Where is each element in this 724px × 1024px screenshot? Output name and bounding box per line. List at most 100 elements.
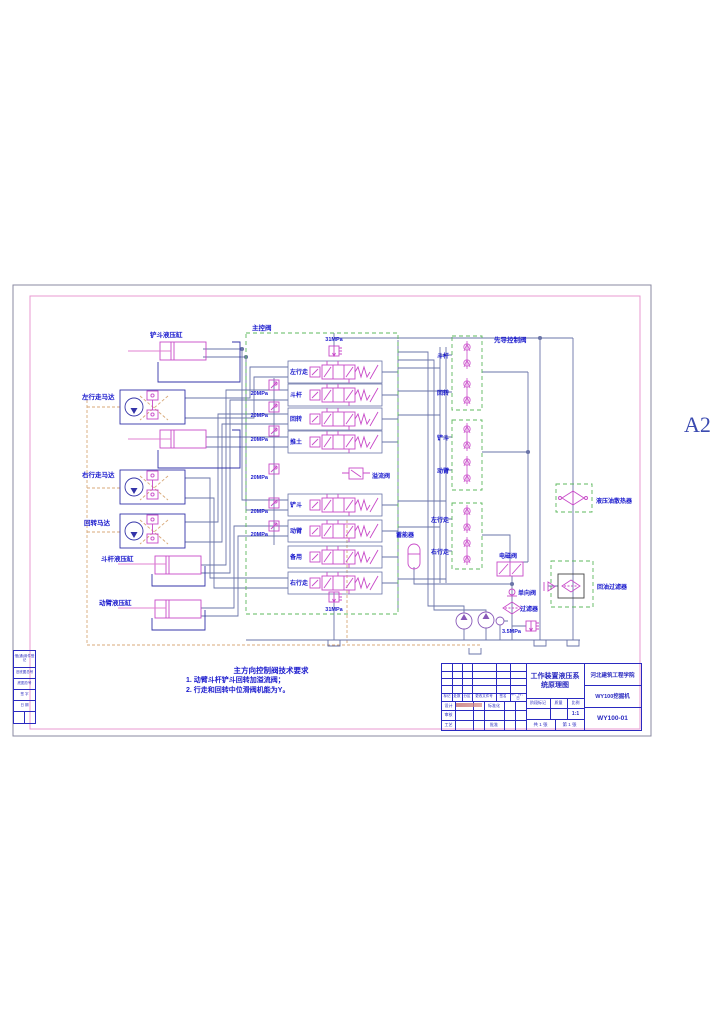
stage-mark-label: 阶段标记 bbox=[530, 700, 546, 705]
left-travel-brake-valves bbox=[146, 390, 159, 420]
right-travel-motor-label: 右行走马达 bbox=[81, 470, 115, 479]
dcv-boom bbox=[309, 519, 379, 543]
main-pump-2 bbox=[477, 611, 495, 629]
corner-row-borrow: 借(通)用件登记 bbox=[14, 654, 35, 662]
cylinder-rods bbox=[118, 350, 171, 609]
pilot-label-boom: 动臂 bbox=[437, 467, 449, 475]
tank-symbol bbox=[533, 639, 547, 647]
port-pressure: 20MPa bbox=[251, 391, 269, 397]
arm-cylinder-label: 斗杆液压缸 bbox=[101, 554, 134, 563]
pilot-label-bucket: 铲斗 bbox=[437, 434, 449, 442]
swing-motor-label: 回转马达 bbox=[84, 518, 111, 527]
row-label-right-travel: 右行走 bbox=[289, 579, 308, 587]
design-label: 设计 bbox=[444, 702, 453, 708]
school-name: 河北建筑工程学院 bbox=[590, 672, 635, 679]
row-label-arm: 斗杆 bbox=[290, 391, 302, 399]
port-pressure: 20MPa bbox=[251, 532, 269, 538]
mid-relief-valve bbox=[342, 467, 370, 480]
check-valve-symbol bbox=[507, 588, 517, 597]
corner-block: 借(通)用件登记 旧底图总号 底图总号 签 字 日 期 bbox=[13, 650, 36, 724]
pilot-box-1 bbox=[451, 335, 483, 411]
main-relief-valve-top bbox=[328, 345, 343, 357]
dcv-swing bbox=[309, 407, 379, 431]
oil-cooler-symbol bbox=[558, 490, 588, 506]
main-valve-rows bbox=[287, 360, 383, 595]
pressure-bottom: 31MPa bbox=[325, 607, 343, 613]
corner-row-base: 底图总号 bbox=[17, 680, 32, 685]
swing-motor-symbol bbox=[124, 521, 144, 541]
row-label-left-travel: 左行走 bbox=[289, 368, 308, 376]
pilot-valve-bucket bbox=[463, 422, 471, 452]
pilot-valve-right-travel bbox=[463, 536, 471, 566]
standardization-label: 标准化 bbox=[488, 702, 500, 708]
scale-label: 比例 bbox=[571, 700, 580, 705]
sheet-count: 共 1 张 bbox=[533, 721, 548, 727]
return-filter-symbol bbox=[543, 573, 585, 599]
title-block: 河北建筑工程学院 WY100挖掘机 WY100-01 工作装置液压系 统原理图 … bbox=[441, 663, 642, 731]
return-filter-box bbox=[550, 560, 594, 608]
drain-lines bbox=[86, 395, 480, 646]
filter-label: 过滤器 bbox=[520, 605, 539, 613]
dcv-right-travel bbox=[309, 571, 379, 595]
left-travel-motor-label: 左行走马达 bbox=[81, 392, 115, 401]
accumulator-label: 蓄能器 bbox=[396, 531, 415, 539]
pilot-valve-title: 先导控制阀 bbox=[494, 335, 527, 344]
component-boxes bbox=[245, 332, 594, 615]
dcv-dozer bbox=[309, 430, 379, 454]
pilot-relief-pressure-label: 3.5MPa bbox=[502, 629, 522, 635]
pilot-label-right-travel: 右行走 bbox=[430, 548, 449, 556]
solenoid-valve-symbol bbox=[496, 561, 524, 577]
header-mark: 标记 bbox=[443, 694, 451, 699]
boom-cylinder-symbol bbox=[154, 599, 202, 619]
notes-title: 主方向控制阀技术要求 bbox=[233, 666, 309, 675]
sheet-border bbox=[12, 284, 652, 737]
dcv-spare bbox=[309, 545, 379, 569]
swing-brake-valves bbox=[146, 514, 159, 544]
row-label-spare: 备用 bbox=[289, 553, 302, 561]
pilot-box-2 bbox=[451, 419, 483, 491]
port-pressure: 20MPa bbox=[251, 413, 269, 419]
signature-smudge bbox=[456, 703, 482, 707]
actuator-outlines bbox=[119, 341, 241, 631]
main-valve-title: 主控阀 bbox=[252, 323, 272, 332]
pilot-label-arm: 斗杆 bbox=[437, 352, 449, 360]
check-label: 审核 bbox=[444, 712, 453, 717]
corner-row-date: 日 期 bbox=[20, 702, 29, 707]
process-label: 工艺 bbox=[444, 722, 453, 727]
main-pump-1 bbox=[455, 612, 473, 630]
row-label-dozer: 推土 bbox=[290, 438, 302, 446]
pilot-valve-swing bbox=[463, 377, 471, 407]
drawing-title: 工作装置液压系 统原理图 bbox=[526, 664, 584, 698]
right-travel-motor-symbol bbox=[124, 477, 144, 497]
scale-value: 1:1 bbox=[571, 710, 580, 717]
drawing-title-line2: 统原理图 bbox=[541, 682, 569, 689]
tank-symbol bbox=[566, 639, 580, 647]
relief-valve-label: 溢流阀 bbox=[372, 472, 390, 480]
notes-line-1: 1. 动臂斗杆铲斗回转加溢流阀； bbox=[186, 677, 285, 684]
bucket-cylinder-label: 铲斗液压缸 bbox=[150, 330, 183, 339]
pipe-network bbox=[185, 333, 580, 641]
header-change-doc: 更改文件号 bbox=[475, 694, 493, 699]
pilot-valve-left-travel bbox=[463, 504, 471, 534]
mass-label: 质量 bbox=[554, 700, 563, 705]
pilot-box-3 bbox=[451, 502, 483, 570]
drawing-title-line1: 工作装置液压系 bbox=[530, 673, 580, 680]
arm-cylinder-symbol bbox=[154, 555, 202, 575]
pressure-top: 31MPa bbox=[325, 337, 343, 343]
pilot-valve-boom bbox=[463, 455, 471, 485]
port-pressure: 20MPa bbox=[251, 475, 269, 481]
pilot-pump bbox=[495, 616, 505, 626]
technical-notes: 主方向控制阀技术要求 1. 动臂斗杆铲斗回转加溢流阀； 2. 行走和回转中位滑阀… bbox=[186, 666, 356, 696]
port-pressure: 20MPa bbox=[251, 509, 269, 515]
port-pressure: 20MPa bbox=[251, 437, 269, 443]
right-travel-brake-valves bbox=[146, 470, 159, 500]
corner-row-old-base: 旧底图总号 bbox=[15, 669, 34, 674]
dcv-left-travel bbox=[309, 360, 379, 384]
notes-line-2: 2. 行走和回转中位滑阀机能为Y。 bbox=[186, 687, 290, 694]
return-filter-label: 回油过滤器 bbox=[597, 583, 628, 591]
header-signature: 签名 bbox=[499, 694, 507, 699]
header-date: 年、月、日 bbox=[511, 693, 525, 700]
main-relief-valve-bottom bbox=[328, 591, 343, 603]
drawing-number: WY100-01 bbox=[597, 715, 628, 722]
